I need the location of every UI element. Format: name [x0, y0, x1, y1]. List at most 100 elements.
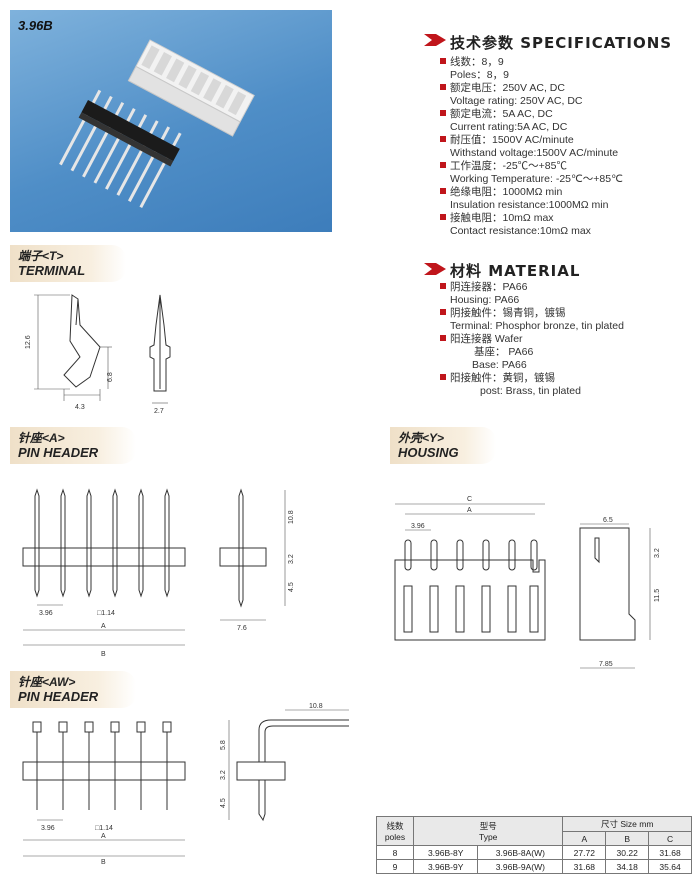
- dim-terminal-inner: 6.8: [107, 372, 114, 382]
- dim-housing-height: 11.5: [654, 589, 661, 602]
- dim-pin-aw-h3: 4.5: [220, 798, 227, 808]
- cell-type1: 3.96B-8Y: [412, 845, 479, 860]
- dim-pin-a-pitch: 3.96: [39, 610, 53, 617]
- table-row: 9 3.96B-9Y 3.96B-9A(W) 31.68 34.18 35.64: [376, 859, 692, 874]
- dim-pin-a-b: B: [101, 651, 106, 658]
- table-header-size: 尺寸 Size mm: [562, 816, 692, 832]
- material-item-en: Housing: PA66: [450, 294, 520, 306]
- dim-pin-aw-b: B: [101, 859, 106, 865]
- dim-pin-a-bottom: 4.5: [288, 582, 295, 592]
- banner-en: PIN HEADER: [18, 445, 99, 460]
- dim-housing-c: C: [467, 496, 472, 503]
- banner-cn: 端子<T>: [18, 249, 64, 263]
- banner-housing: 外壳<Y> HOUSING: [390, 427, 496, 464]
- spec-item: 绝缘电阻：1000MΩ min: [440, 186, 623, 199]
- spec-item-en: Poles：8，9: [450, 69, 509, 81]
- spec-item: 工作温度：-25℃～+85℃: [440, 160, 623, 173]
- cell-a: 31.68: [562, 859, 607, 874]
- spec-item: 接触电阻：10mΩ max: [440, 212, 623, 225]
- pin-header-aw-drawing: 3.96 □1.14 A B 10.8 5.8 3.2 4.5: [22, 703, 349, 865]
- product-photo: 3.96B: [10, 10, 332, 232]
- spec-item: 额定电流：5A AC, DC: [440, 108, 623, 121]
- spec-item-en: Contact resistance:10mΩ max: [450, 225, 591, 237]
- section-marker-icon: [424, 34, 446, 46]
- spec-item: 线数：8，9: [440, 56, 623, 69]
- pin-header-a-drawing: 3.96 □1.14 A B 10.8 3.2 4.5 7.6: [22, 488, 295, 658]
- banner-pin-header-aw: 针座<AW> PIN HEADER: [10, 671, 136, 708]
- banner-cn: 针座<A>: [18, 431, 65, 445]
- banner-en: TERMINAL: [18, 263, 86, 278]
- terminal-drawing: 12.6 6.8 4.3 2.7: [25, 294, 171, 415]
- cell-a: 27.72: [562, 845, 607, 860]
- dim-pin-aw-h2: 3.2: [220, 770, 227, 780]
- section-marker-icon: [424, 263, 446, 275]
- material-item-en: post: Brass, tin plated: [480, 385, 581, 397]
- material-item: 阴接触件：锡青铜，镀锡: [440, 307, 624, 320]
- dim-pin-a-square: □1.14: [97, 610, 115, 617]
- banner-en: PIN HEADER: [18, 689, 99, 704]
- material-title: 材料 MATERIAL: [450, 260, 580, 281]
- photo-model-label: 3.96B: [18, 18, 53, 33]
- cell-c: 35.64: [648, 859, 692, 874]
- spec-item-en: Insulation resistance:1000MΩ min: [450, 199, 609, 211]
- spec-item-en: Withstand voltage:1500V AC/minute: [450, 147, 619, 159]
- connector-illustration: [59, 39, 255, 209]
- dim-pin-aw-pitch: 3.96: [41, 825, 55, 832]
- dim-pin-aw-a: A: [101, 833, 106, 840]
- cell-poles: 9: [376, 859, 414, 874]
- banner-pin-header-a: 针座<A> PIN HEADER: [10, 427, 136, 464]
- banner-cn: 外壳<Y>: [398, 431, 445, 445]
- dim-terminal-side: 2.7: [154, 408, 164, 415]
- cell-b: 30.22: [605, 845, 650, 860]
- specifications-title-cn: 技术参数: [450, 34, 515, 52]
- material-item-cn: 基座： PA66: [474, 346, 534, 358]
- specifications-title: 技术参数 SPECIFICATIONS: [450, 32, 672, 53]
- cell-b: 34.18: [605, 859, 650, 874]
- spec-item: 额定电压：250V AC, DC: [440, 82, 623, 95]
- dim-pin-a-mid: 3.2: [288, 554, 295, 564]
- cell-type2: 3.96B-8A(W): [477, 845, 564, 860]
- spec-item-en: Current rating:5A AC, DC: [450, 121, 568, 133]
- cell-poles: 8: [376, 845, 414, 860]
- material-title-en: MATERIAL: [488, 262, 581, 280]
- material-item-en: Terminal: Phosphor bronze, tin plated: [450, 320, 624, 332]
- dim-pin-a-base: 7.6: [237, 625, 247, 632]
- specifications-title-en: SPECIFICATIONS: [520, 34, 673, 52]
- material-item: 阴连接器：PA66: [440, 281, 624, 294]
- cell-type1: 3.96B-9Y: [412, 859, 479, 874]
- cell-type2: 3.96B-9A(W): [477, 859, 564, 874]
- dim-housing-pitch: 3.96: [411, 523, 425, 530]
- dim-pin-aw-len: 10.8: [309, 703, 323, 710]
- material-list: 阴连接器：PA66 Housing: PA66 阴接触件：锡青铜，镀锡 Term…: [440, 281, 624, 398]
- dim-pin-a-a: A: [101, 623, 106, 630]
- spec-item-en: Working Temperature: -25℃～+85℃: [450, 173, 623, 185]
- table-header-b: B: [605, 831, 650, 846]
- dim-housing-depth: 6.5: [603, 517, 613, 524]
- dim-housing-top: 3.2: [654, 548, 661, 558]
- dim-pin-aw-square: □1.14: [95, 825, 113, 832]
- housing-drawing: C A 3.96 6.5 3.2 11.5 7.85: [394, 496, 661, 669]
- dim-pin-a-top: 10.8: [288, 510, 295, 524]
- material-item: 阳连接器 Wafer: [440, 333, 624, 346]
- spec-item: 耐压值：1500V AC/minute: [440, 134, 623, 147]
- material-item-en: Base: PA66: [472, 359, 527, 371]
- banner-en: HOUSING: [398, 445, 459, 460]
- cell-c: 31.68: [648, 845, 692, 860]
- banner-cn: 针座<AW>: [18, 675, 76, 689]
- dim-pin-aw-h1: 5.8: [220, 740, 227, 750]
- dim-terminal-width: 4.3: [75, 404, 85, 411]
- spec-item-en: Voltage rating: 250V AC, DC: [450, 95, 583, 107]
- dim-housing-base: 7.85: [599, 661, 613, 668]
- dim-terminal-height: 12.6: [25, 335, 32, 349]
- table-row: 8 3.96B-8Y 3.96B-8A(W) 27.72 30.22 31.68: [376, 845, 692, 860]
- material-title-cn: 材料: [450, 262, 483, 280]
- dim-housing-a: A: [467, 507, 472, 514]
- specifications-list: 线数：8，9 Poles：8，9 额定电压：250V AC, DC Voltag…: [440, 56, 623, 238]
- banner-terminal: 端子<T> TERMINAL: [10, 245, 126, 282]
- material-item: 阳接触件：黄铜，镀锡: [440, 372, 624, 385]
- table-header-a: A: [562, 831, 607, 846]
- table-header-c: C: [648, 831, 692, 846]
